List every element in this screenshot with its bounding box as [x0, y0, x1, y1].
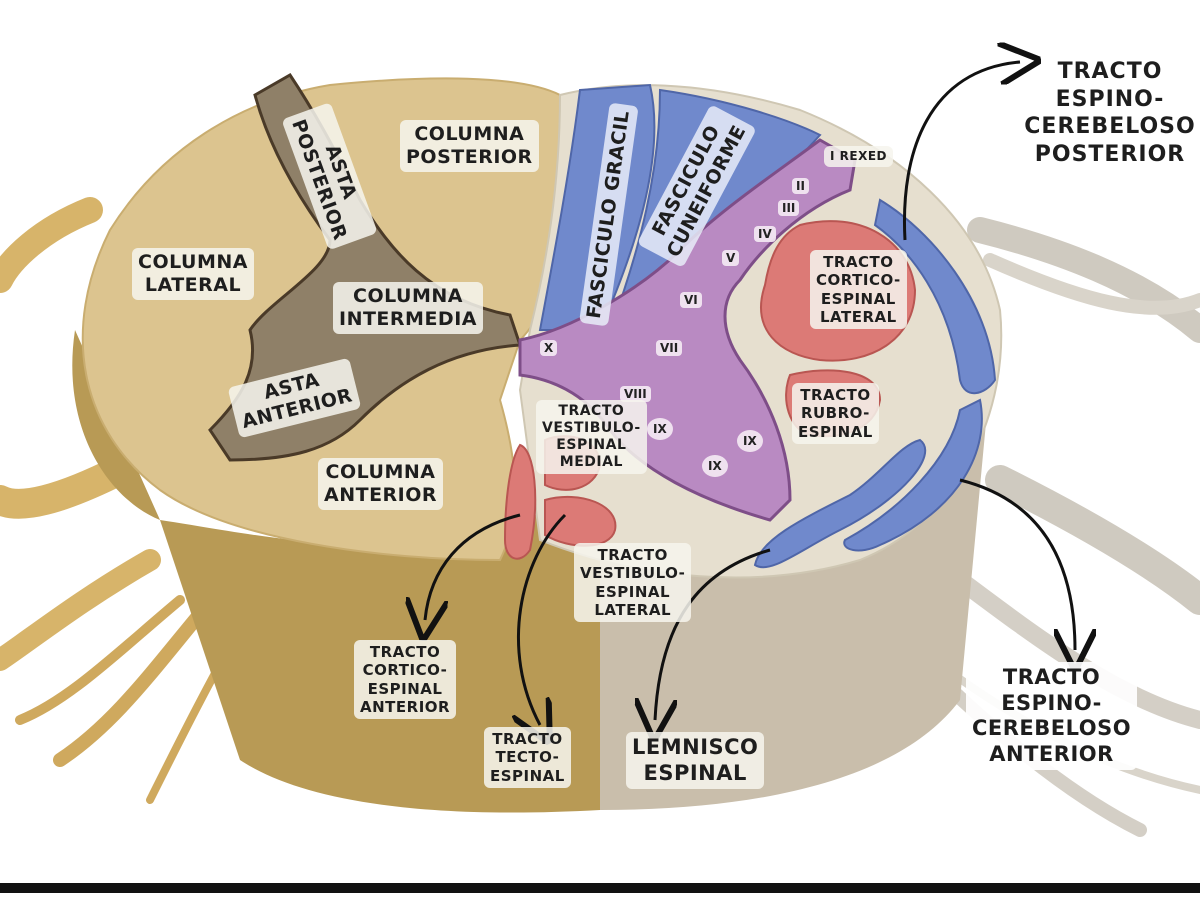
- label-columna-anterior: COLUMNA ANTERIOR: [318, 458, 444, 511]
- label-tracto-espinocerebeloso-posterior: TRACTO ESPINO- CEREBELOSO POSTERIOR: [1024, 59, 1196, 167]
- espinocerebeloso-anterior-shape: [843, 398, 983, 552]
- lamina-ix-3: IX: [702, 455, 728, 477]
- label-tracto-vestibuloespinal-lateral: TRACTO VESTIBULO- ESPINAL LATERAL: [574, 543, 692, 623]
- lamina-iii: III: [778, 200, 800, 216]
- label-tracto-vestibuloespinal-medial: TRACTO VESTIBULO- ESPINAL MEDIAL: [536, 400, 647, 475]
- lamina-x: X: [540, 340, 558, 356]
- label-tracto-tectoespinal: TRACTO TECTO- ESPINAL: [484, 727, 571, 788]
- lamina-viii: VIII: [620, 386, 651, 402]
- annotation-arrows: [425, 62, 1075, 725]
- vestibuloespinal-lateral-shape: [544, 495, 617, 547]
- lamina-vi: VI: [680, 292, 702, 308]
- espinocerebeloso-posterior-shape: [873, 198, 997, 395]
- lamina-ix-2: IX: [737, 430, 763, 452]
- corticoespinal-anterior-shape: [503, 443, 537, 560]
- label-columna-posterior: COLUMNA POSTERIOR: [400, 120, 539, 173]
- bottom-border: [0, 883, 1200, 893]
- lamina-ii: II: [792, 178, 809, 194]
- label-tracto-corticoespinal-anterior: TRACTO CORTICO- ESPINAL ANTERIOR: [354, 640, 457, 720]
- label-tracto-corticoespinal-lateral: TRACTO CORTICO- ESPINAL LATERAL: [810, 250, 907, 330]
- lamina-ix-1: IX: [647, 418, 673, 440]
- label-tracto-espinocerebeloso-anterior: TRACTO ESPINO- CEREBELOSO ANTERIOR: [966, 662, 1138, 771]
- label-lemnisco-espinal: LEMNISCO ESPINAL: [626, 732, 765, 790]
- label-rexed: I REXED: [824, 146, 893, 167]
- label-columna-intermedia: COLUMNA INTERMEDIA: [333, 282, 483, 335]
- lemnisco-espinal-shape: [753, 438, 927, 569]
- lamina-vii: VII: [656, 340, 683, 356]
- left-cylinder-body: [72, 330, 601, 813]
- label-tracto-rubroespinal: TRACTO RUBRO- ESPINAL: [792, 383, 879, 444]
- lamina-v: V: [722, 250, 740, 266]
- lamina-iv: IV: [754, 226, 776, 242]
- label-columna-lateral: COLUMNA LATERAL: [132, 248, 254, 301]
